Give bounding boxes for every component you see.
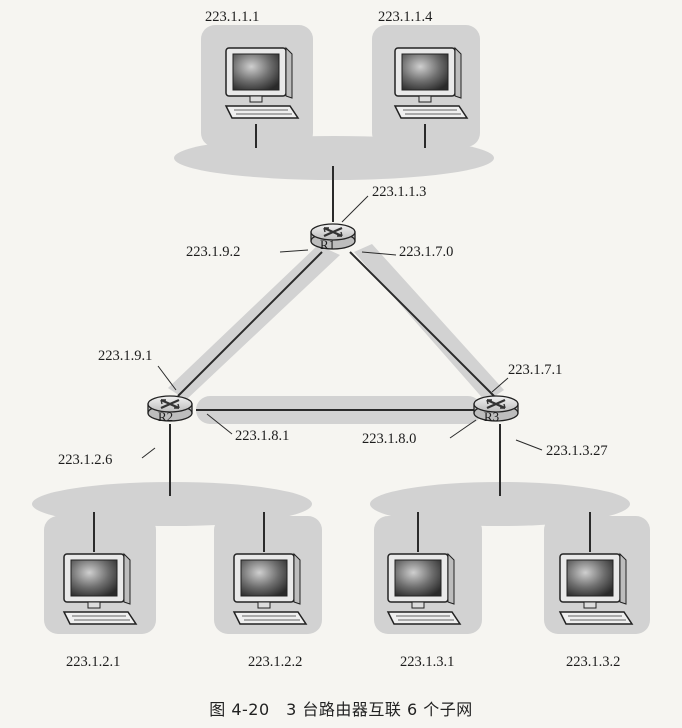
iface-r2-top: 223.1.9.1 — [98, 348, 153, 364]
iface-r1-top: 223.1.1.3 — [372, 184, 427, 200]
subnet-shading — [32, 25, 650, 634]
host-223-1-1-4 — [394, 47, 468, 119]
iface-r3-left: 223.1.8.0 — [362, 431, 417, 447]
subnet-3-ellipse — [370, 482, 630, 526]
figure-caption: 图 4-20 3 台路由器互联 6 个子网 — [209, 700, 473, 719]
iface-r3-bottom: 223.1.3.27 — [546, 443, 608, 459]
host-223-1-1-1 — [225, 47, 299, 119]
host-label-4: 223.1.2.2 — [248, 654, 303, 670]
link-r1-r2 — [177, 251, 323, 397]
host-label-6: 223.1.3.2 — [566, 654, 621, 670]
router-r3-label: R3 — [484, 409, 500, 424]
subnet-2-ellipse — [32, 482, 312, 526]
subnet-9-shade — [168, 245, 340, 400]
host-223-1-3-1 — [387, 553, 461, 625]
iface-r1-right: 223.1.7.0 — [399, 244, 454, 260]
host-label-1: 223.1.1.1 — [205, 9, 260, 25]
iface-r2-right: 223.1.8.1 — [235, 428, 290, 444]
iface-r1-left: 223.1.9.2 — [186, 244, 241, 260]
host-label-2: 223.1.1.4 — [378, 9, 433, 25]
link-r1-r3 — [349, 251, 495, 397]
host-label-3: 223.1.2.1 — [66, 654, 121, 670]
leader-lines — [141, 195, 543, 459]
subnet-7-shade — [354, 244, 504, 402]
host-223-1-2-2 — [233, 553, 307, 625]
host-223-1-3-2 — [559, 553, 633, 625]
host-223-1-2-1 — [63, 553, 137, 625]
router-r1-label: R1 — [320, 237, 336, 252]
router-r2-label: R2 — [158, 409, 174, 424]
links — [93, 124, 591, 552]
iface-r3-top: 223.1.7.1 — [508, 362, 563, 378]
host-label-5: 223.1.3.1 — [400, 654, 455, 670]
iface-r2-bottom: 223.1.2.6 — [58, 452, 113, 468]
